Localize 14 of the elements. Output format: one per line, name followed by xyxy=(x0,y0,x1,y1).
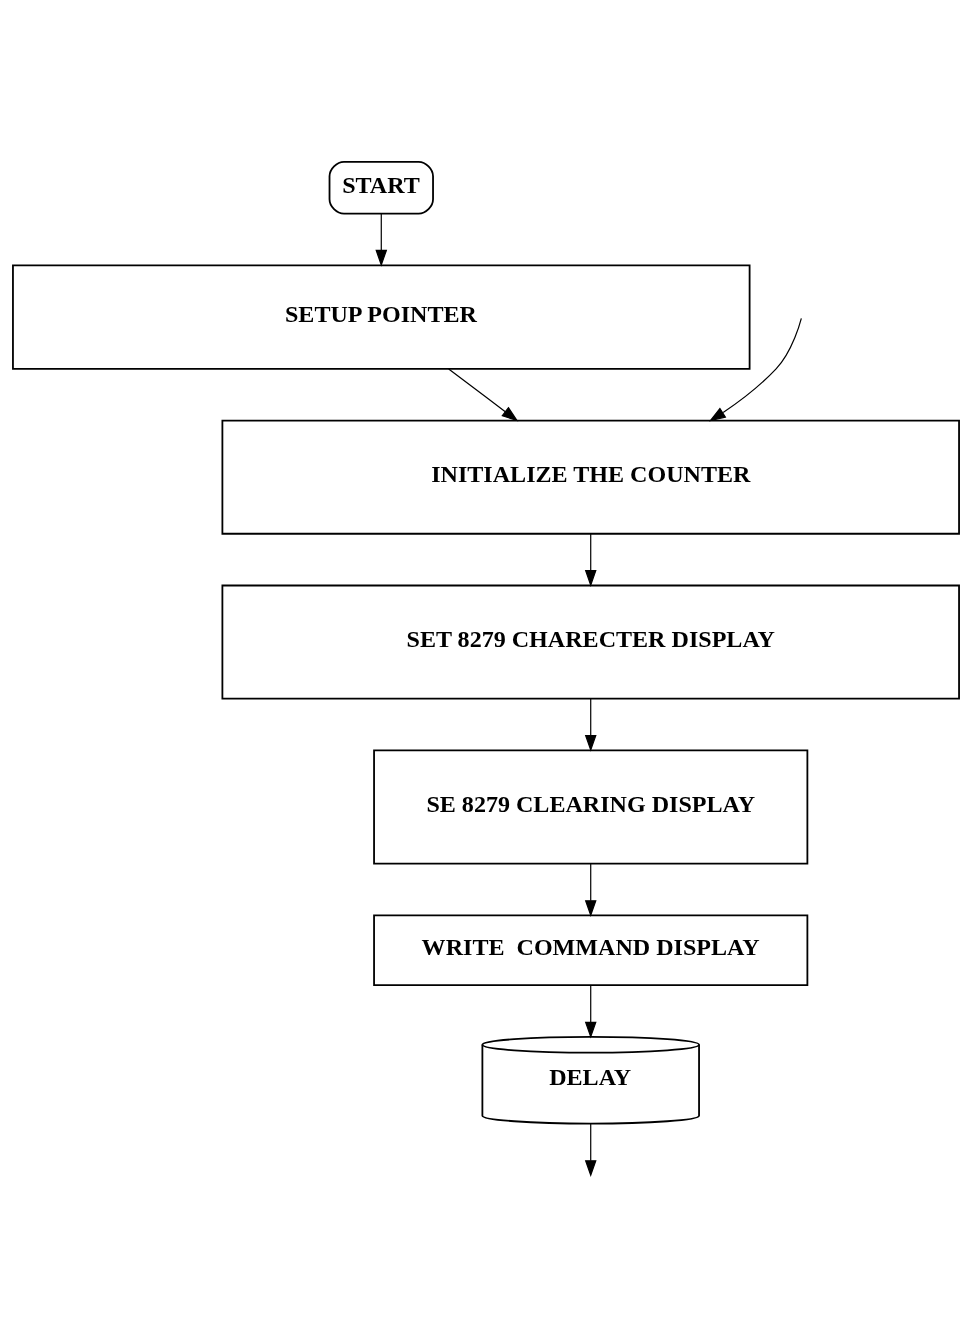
node-box: START xyxy=(328,160,434,215)
node-box: SE 8279 CLEARING DISPLAY xyxy=(373,749,809,865)
arrow xyxy=(584,533,597,587)
arrow xyxy=(584,1123,597,1178)
arrow xyxy=(375,213,388,267)
node-box: INITIALIZE THE COUNTER xyxy=(221,419,960,535)
arrow xyxy=(584,698,597,752)
node-box: SET 8279 CHARECTER DISPLAY xyxy=(221,584,960,700)
node-box: SETUP POINTER xyxy=(12,264,751,370)
arrow xyxy=(584,863,597,918)
arrow xyxy=(448,368,519,422)
arrow xyxy=(584,984,597,1039)
node-box: WRITE COMMAND DISPLAY xyxy=(373,914,809,987)
arrow xyxy=(708,317,802,422)
